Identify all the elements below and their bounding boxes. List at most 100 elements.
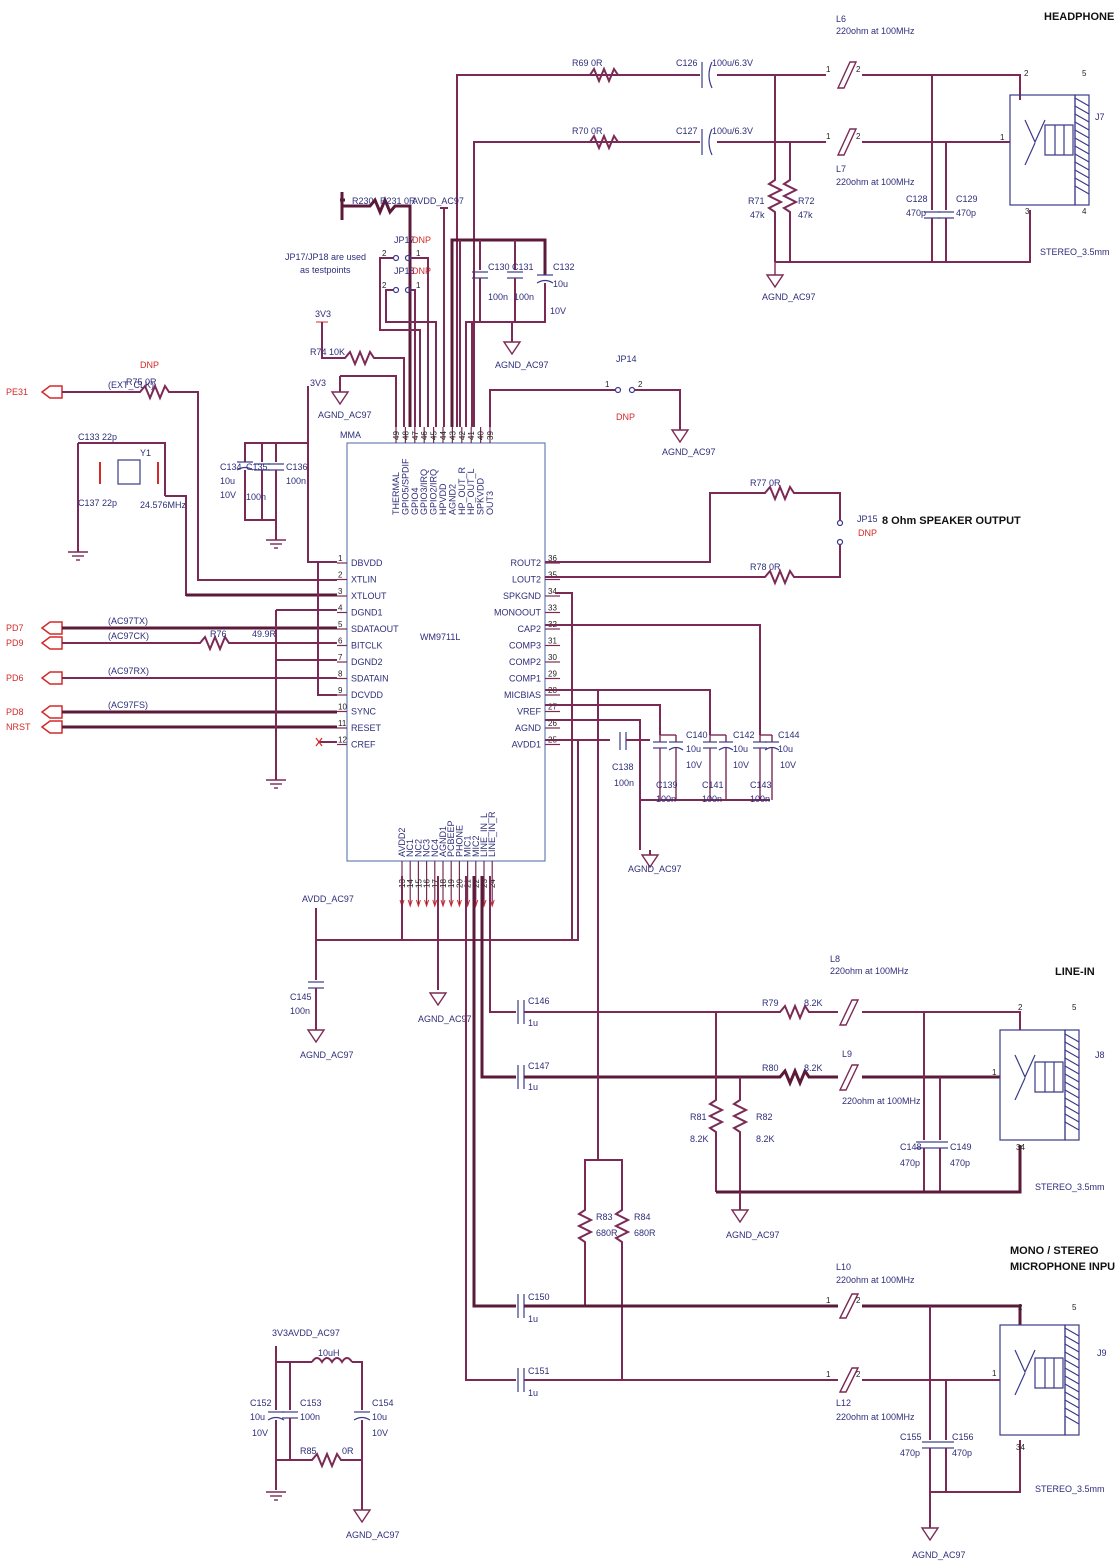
c155-value: 470p — [900, 1448, 920, 1458]
ic-bottom-pin-name: NC2 — [413, 839, 423, 857]
ic-bottom-pin-num: 22 — [472, 879, 481, 888]
l6-ferrite — [836, 61, 858, 89]
c132-label: C132 — [553, 262, 575, 272]
speaker-section: R77 0R R78 0R JP15 DNP 8 Ohm SPEAKER OUT… — [545, 478, 1021, 586]
left-area: PE31(EXT_CLK)PD7(AC97TX)PD9(AC97CK)PD6(A… — [6, 360, 337, 789]
ic-left-pin-num: 3 — [338, 587, 343, 596]
c135-label: C135 — [246, 462, 268, 472]
r81-label: R81 — [690, 1112, 707, 1122]
c135-value: 100n — [246, 492, 266, 502]
svg-text:2: 2 — [856, 1370, 861, 1379]
svg-text:1: 1 — [826, 132, 831, 141]
line-in-title: LINE-IN — [1055, 966, 1095, 978]
c127-label: C127 — [676, 126, 698, 136]
ic-bottom-pin-name: AVDD2 — [397, 828, 407, 857]
ic-left-pin-num: 9 — [338, 686, 343, 695]
port-ref: PD8 — [6, 707, 24, 717]
mic-section: MONO / STEREO MICROPHONE INPUT R83 680R … — [465, 876, 1115, 1560]
ic-bottom-pin-num: 18 — [439, 879, 448, 888]
svg-text:1: 1 — [416, 249, 421, 258]
r84-value: 680R — [634, 1228, 656, 1238]
c138-value: 100n — [614, 778, 634, 788]
l11-label: 10uH — [318, 1348, 340, 1358]
ic-top-pin-name: GPIO4 — [410, 487, 420, 515]
ic-top-pin-num: 42 — [458, 431, 467, 440]
port-ref: PD9 — [6, 638, 24, 648]
svg-text:2: 2 — [382, 281, 387, 290]
r79-label: R79 — [762, 998, 779, 1008]
wire-hp-l — [473, 141, 700, 427]
c130-label: C130 — [488, 262, 510, 272]
svg-text:1: 1 — [992, 1068, 997, 1077]
r75-label: R75 0R — [126, 377, 157, 387]
ic-top-pin-name: AGND2 — [447, 484, 457, 515]
ic-bottom-pin-num: 17 — [431, 879, 440, 888]
c128-label: C128 — [906, 194, 928, 204]
j7-type: STEREO_3.5mm — [1040, 247, 1110, 257]
ic-left-pin-num: 6 — [338, 637, 343, 646]
c145-value: 100n — [290, 1006, 310, 1016]
c130-value: 100n — [488, 292, 508, 302]
ic-left-pin-num: 2 — [338, 571, 343, 580]
svg-text:1: 1 — [826, 1370, 831, 1379]
l9-value: 220ohm at 100MHz — [842, 1096, 921, 1106]
r77-label: R77 0R — [750, 478, 781, 488]
ic-bottom-pin-name: PCBEEP — [446, 820, 456, 857]
r74-wire — [321, 322, 405, 427]
r74-label: R74 10K — [310, 347, 345, 357]
svg-text:2: 2 — [382, 249, 387, 258]
ic-top-pin-name: HPVDD — [438, 483, 448, 515]
svg-text:1: 1 — [826, 65, 831, 74]
extclk-wire — [62, 383, 337, 581]
ic-right-pin-name: COMP1 — [509, 674, 541, 684]
ic-top-pin-name: SPKVDD — [476, 477, 486, 515]
c134-value: 10u — [220, 476, 235, 486]
c127-plate2 — [708, 128, 713, 156]
ic-bottom-pin-num: 19 — [447, 879, 456, 888]
c147-value: 1u — [528, 1082, 538, 1092]
ic-bottom-pin-name: NC1 — [405, 839, 415, 857]
port-symbol — [40, 636, 63, 650]
v3-left: 3V3 — [310, 378, 326, 388]
ic-bottom-pin-name: MIC1 — [463, 835, 473, 857]
headphone-title: HEADPHONE LINE-OUT — [1044, 11, 1115, 23]
hp-gnd-bus — [775, 210, 1031, 263]
ic-top-pin-num: 46 — [420, 431, 429, 440]
ic-bottom-pin-name: PHONE — [454, 825, 464, 857]
ic-top-pin-name: GPIO3/IRQ — [419, 469, 429, 515]
ic-left-pin-name: DGND1 — [351, 608, 383, 618]
r71-body — [766, 75, 784, 262]
headphone-section: HEADPHONE LINE-OUT R69 0R R70 0R C126 10… — [456, 11, 1115, 427]
ic-bottom-pin-num: 15 — [414, 879, 423, 888]
r72-value: 47k — [798, 210, 813, 220]
c126-plate2 — [708, 61, 713, 89]
ic-left-pin-num: 10 — [338, 703, 347, 712]
ic-bottom-pin-num: 24 — [488, 879, 497, 888]
ic-left-pin-num: 12 — [338, 736, 347, 745]
c134-voltage: 10V — [220, 490, 236, 500]
agnd-decoup: AGND_AC97 — [495, 360, 549, 370]
c131-label: C131 — [512, 262, 534, 272]
c146-value: 1u — [528, 1018, 538, 1028]
svg-text:1: 1 — [1000, 133, 1005, 142]
svg-text:1: 1 — [992, 1369, 997, 1378]
c149-value: 470p — [950, 1158, 970, 1168]
ic-bottom-pins: 13AVDD214NC115NC216NC317NC418AGND119PCBE… — [397, 811, 497, 908]
jack-j8: 21 345 J8 STEREO_3.5mm — [992, 1003, 1105, 1192]
c143-value: 100n — [750, 794, 770, 804]
ic-top-pin-name: HP_OUT_R — [457, 466, 467, 515]
ic-right-pin-num: 29 — [548, 670, 557, 679]
jp17-label: JP17 — [394, 235, 415, 245]
agnd-hp: AGND_AC97 — [762, 292, 816, 302]
l12-value: 220ohm at 100MHz — [836, 1412, 915, 1422]
l10-label: L10 — [836, 1262, 851, 1272]
svg-text:2: 2 — [856, 1296, 861, 1305]
c132-value: 10u — [553, 279, 568, 289]
svg-text:2: 2 — [856, 132, 861, 141]
ic-left-pin-num: 5 — [338, 620, 343, 629]
crystal-freq: 24.576MHz — [140, 500, 187, 510]
ic-right-pin-name: COMP3 — [509, 641, 541, 651]
c147-label: C147 — [528, 1061, 550, 1071]
l6-value: 220ohm at 100MHz — [836, 26, 915, 36]
